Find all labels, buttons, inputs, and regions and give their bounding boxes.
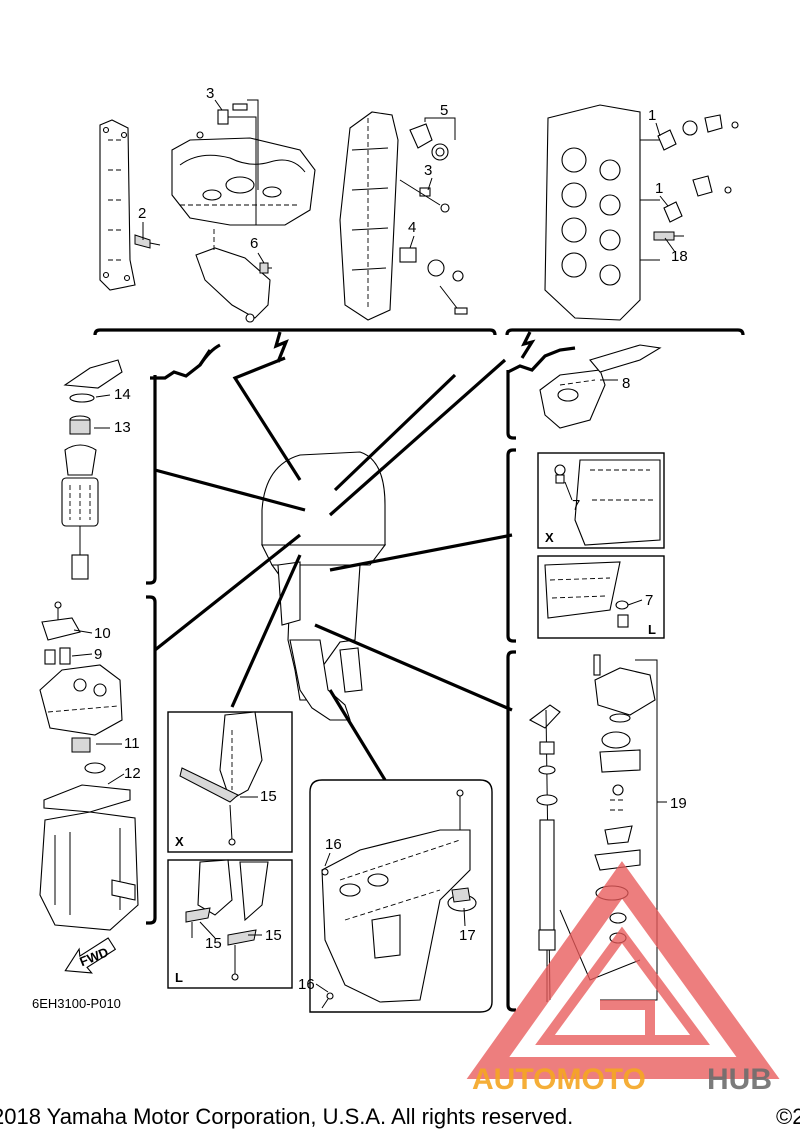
- copyright-extra: ©2: [776, 1104, 800, 1129]
- automotohub-wordmark: AUTOMOTO HUB: [472, 1063, 772, 1096]
- callout-7b: 7: [645, 592, 653, 609]
- vapor-separator-part: [39, 601, 139, 931]
- leader-lines: [154, 343, 513, 781]
- brand-left: AUTOMOTO: [472, 1063, 646, 1096]
- copyright-text: 2018 Yamaha Motor Corporation, U.S.A. Al…: [0, 1104, 574, 1129]
- callout-5: 5: [440, 102, 448, 119]
- fwd-arrow-icon: FWD: [64, 937, 117, 974]
- top-bracket-right: [505, 328, 745, 359]
- callout-1a: 1: [648, 107, 656, 124]
- brand-right: HUB: [707, 1063, 772, 1096]
- callout-14: 14: [114, 386, 131, 403]
- callout-18: 18: [671, 248, 688, 265]
- fuel-filter-part: [61, 359, 123, 580]
- view-label-x-lower: X: [175, 834, 184, 849]
- callout-17: 17: [459, 927, 476, 944]
- copyright-footer: 2018 Yamaha Motor Corporation, U.S.A. Al…: [0, 1102, 800, 1132]
- callout-2: 2: [138, 205, 146, 222]
- callout-16a: 16: [325, 836, 342, 853]
- detail-view-x-lower: X: [167, 711, 293, 853]
- automotohub-logo: [466, 861, 780, 1079]
- cowling-seal-part: [539, 344, 662, 429]
- fwd-label: FWD: [77, 944, 110, 969]
- callout-labels: 1 1 2 3 3 4 5 6 7 7 8 9 10 11 12 13 14 1…: [94, 85, 688, 993]
- callout-1b: 1: [655, 180, 663, 197]
- right-bracket-1: [506, 346, 576, 440]
- left-bracket-upper: [146, 349, 212, 585]
- callout-11: 11: [124, 735, 140, 752]
- callout-15a: 15: [260, 788, 277, 805]
- callout-15b: 15: [205, 935, 222, 952]
- cylinder-head-part: [544, 104, 739, 321]
- callout-6: 6: [250, 235, 258, 252]
- crankcase-part: [171, 99, 316, 323]
- lower-unit-part: [309, 779, 493, 1013]
- outboard-motor-silhouette: [261, 451, 387, 721]
- water-pump-driveshaft-part: [528, 654, 667, 1002]
- cylinder-gasket-part: [99, 119, 161, 291]
- left-bracket-lower: [146, 595, 157, 925]
- right-bracket-3: [506, 650, 516, 1012]
- callout-19: 19: [670, 795, 687, 812]
- detail-view-l-lower: L: [167, 859, 293, 989]
- callout-15c: 15: [265, 927, 282, 944]
- callout-10: 10: [94, 625, 111, 642]
- callout-4: 4: [408, 219, 416, 236]
- view-label-x-right: X: [545, 530, 554, 545]
- callout-16b: 16: [298, 976, 315, 993]
- callout-8: 8: [622, 375, 630, 392]
- detail-view-l-right: L: [537, 555, 665, 639]
- callout-13: 13: [114, 419, 131, 436]
- callout-7a: 7: [572, 497, 580, 514]
- callout-3b: 3: [424, 162, 432, 179]
- callout-leaders: [71, 99, 676, 993]
- right-bracket-2: [506, 448, 516, 643]
- view-label-l-right: L: [648, 622, 656, 637]
- callout-3a: 3: [206, 85, 214, 102]
- callout-12: 12: [124, 765, 141, 782]
- top-bracket-left: [93, 328, 497, 363]
- detail-view-x-right: X: [537, 452, 665, 549]
- drawing-code: 6EH3100-P010: [32, 996, 121, 1011]
- exhaust-cover-part: [339, 111, 468, 321]
- view-label-l-lower: L: [175, 970, 183, 985]
- callout-9: 9: [94, 646, 102, 663]
